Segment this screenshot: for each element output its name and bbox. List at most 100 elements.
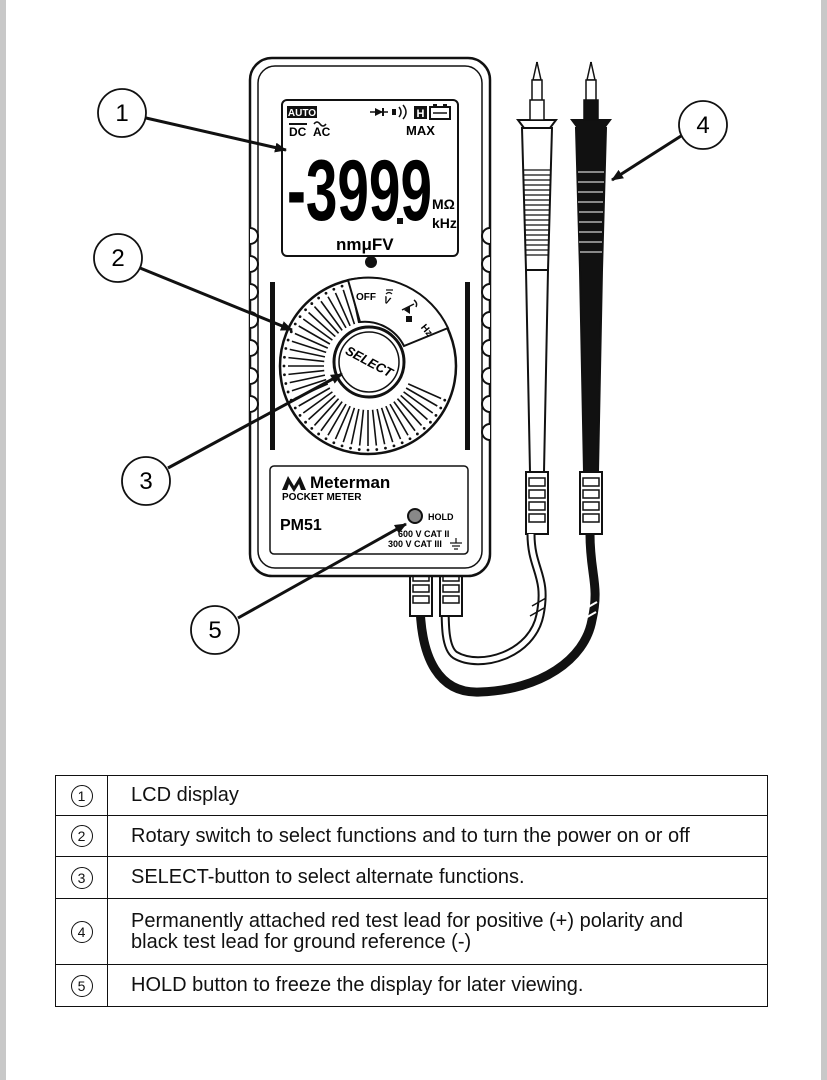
dial-tick-dot: [408, 437, 412, 441]
dial-tick: [407, 383, 442, 400]
dial-tick-dot: [284, 382, 288, 385]
dial-tick: [385, 405, 402, 440]
rating-line-2: 300 V CAT III: [388, 539, 442, 549]
dial-tick-dot: [324, 437, 328, 441]
dial-tick-dot: [282, 364, 286, 368]
dial-tick: [308, 394, 336, 421]
legend-row: 4 Permanently attached red test lead for…: [55, 898, 768, 965]
dial-tick-dot: [310, 427, 314, 430]
dial-tick-dot: [392, 444, 396, 448]
dial-tick-dot: [366, 448, 370, 452]
dial-tick: [291, 378, 327, 392]
dial-tick: [320, 300, 343, 331]
legend-description: Rotary switch to select functions and to…: [107, 815, 768, 857]
dial-tick-dot: [332, 441, 336, 445]
battery-icon: [429, 104, 451, 120]
svg-text:3: 3: [139, 468, 152, 495]
legend-number: 5: [70, 974, 93, 997]
legend-row: 1 LCD display: [55, 775, 768, 816]
meterman-logo-icon: [282, 476, 306, 492]
dial-tick-dot: [375, 448, 379, 451]
dial-v-label: V: [382, 295, 392, 308]
legend-description-line-2: black test lead for ground reference (-): [131, 930, 472, 953]
dial-tick: [320, 401, 343, 432]
dial-tick-dot: [304, 308, 307, 312]
lcd-display: AUTO DC AC H MAX -3999 MΩ kHz nmμFV: [281, 99, 459, 257]
dial-tick: [288, 369, 325, 376]
svg-text:5: 5: [208, 617, 221, 644]
dial-tick: [289, 348, 326, 358]
dial-tick-dot: [349, 446, 352, 450]
callout-4: 4: [611, 100, 728, 182]
svg-text:2: 2: [111, 245, 124, 272]
faceplate: Meterman POCKET METER PM51 HOLD 600 V CA…: [269, 465, 469, 555]
legend-number: 1: [70, 784, 93, 807]
dial-tick: [389, 403, 409, 436]
lead-connectors: [409, 567, 463, 617]
dial-tick-dot: [284, 347, 288, 350]
dial-tick-dot: [317, 432, 321, 436]
dial-tick: [327, 296, 347, 329]
red-test-lead: [440, 61, 558, 666]
dial-tick: [334, 292, 351, 327]
dial-tick-dot: [443, 398, 447, 402]
dial-tick-dot: [332, 287, 336, 291]
diode-continuity-icon: [401, 299, 418, 322]
product-line: POCKET METER: [282, 492, 362, 503]
dial-tick-dot: [293, 322, 297, 326]
lcd-ac-indicator: AC: [313, 125, 331, 139]
dial-tick: [288, 356, 325, 363]
dial-tick-dot: [293, 406, 297, 410]
dial-tick: [334, 405, 351, 440]
dial-tick-dot: [429, 420, 432, 424]
lcd-max-indicator: MAX: [406, 123, 435, 138]
lcd-auto-indicator: AUTO: [288, 108, 316, 119]
dial-tick: [327, 403, 347, 436]
hold-button-label: HOLD: [428, 512, 454, 522]
dial-tick-dot: [434, 413, 438, 417]
right-frame-border: [821, 0, 827, 1080]
dial-tick: [393, 401, 416, 432]
dial-tick-dot: [415, 432, 419, 436]
dial-tick-dot: [310, 302, 314, 305]
dial-tick: [313, 398, 340, 426]
dial-tick: [308, 311, 336, 338]
callout-2: 2: [93, 233, 293, 332]
lcd-hold-indicator: H: [417, 108, 425, 120]
hold-button[interactable]: [407, 508, 423, 524]
dial-tick: [380, 407, 394, 443]
dial-tick: [405, 387, 438, 407]
svg-text:4: 4: [696, 112, 709, 139]
dial-tick-dot: [298, 315, 302, 319]
model-number: PM51: [280, 517, 322, 534]
multimeter-diagram: AUTO DC AC H MAX -3999 MΩ kHz nmμFV: [93, 56, 728, 697]
callout-1: 1: [97, 88, 287, 153]
dial-tick-dot: [400, 441, 404, 445]
dial-tick: [371, 409, 378, 446]
dial-ticks: [282, 280, 447, 452]
dial-off-label: OFF: [356, 292, 376, 303]
dial-tick: [294, 332, 329, 349]
legend-row: 2 Rotary switch to select functions and …: [55, 815, 768, 857]
lcd-units-bottom: nmμFV: [336, 235, 394, 254]
legend-number: 4: [70, 920, 93, 943]
lcd-unit-mohm: MΩ: [432, 196, 455, 212]
legend-description: SELECT-button to select alternate functi…: [107, 856, 768, 899]
dial-tick-dot: [422, 427, 426, 430]
continuity-icon: [392, 104, 407, 120]
dial-tick: [342, 407, 356, 443]
dial-tick-dot: [283, 355, 286, 359]
callout-5: 5: [190, 522, 407, 655]
select-button[interactable]: SELECT: [332, 325, 406, 399]
dial-tick-dot: [304, 420, 307, 424]
dial-tick-dot: [317, 296, 321, 300]
diode-icon: [370, 108, 388, 116]
dial-tick: [298, 387, 331, 407]
dial-tick: [358, 409, 365, 446]
dial-tick-dot: [298, 413, 302, 417]
brand-name: Meterman: [310, 473, 390, 492]
black-test-lead: [415, 61, 612, 697]
dial-tick: [291, 340, 327, 354]
rotary-switch[interactable]: OFF V Hz SELECT: [278, 276, 458, 456]
dial-tick: [302, 391, 333, 414]
